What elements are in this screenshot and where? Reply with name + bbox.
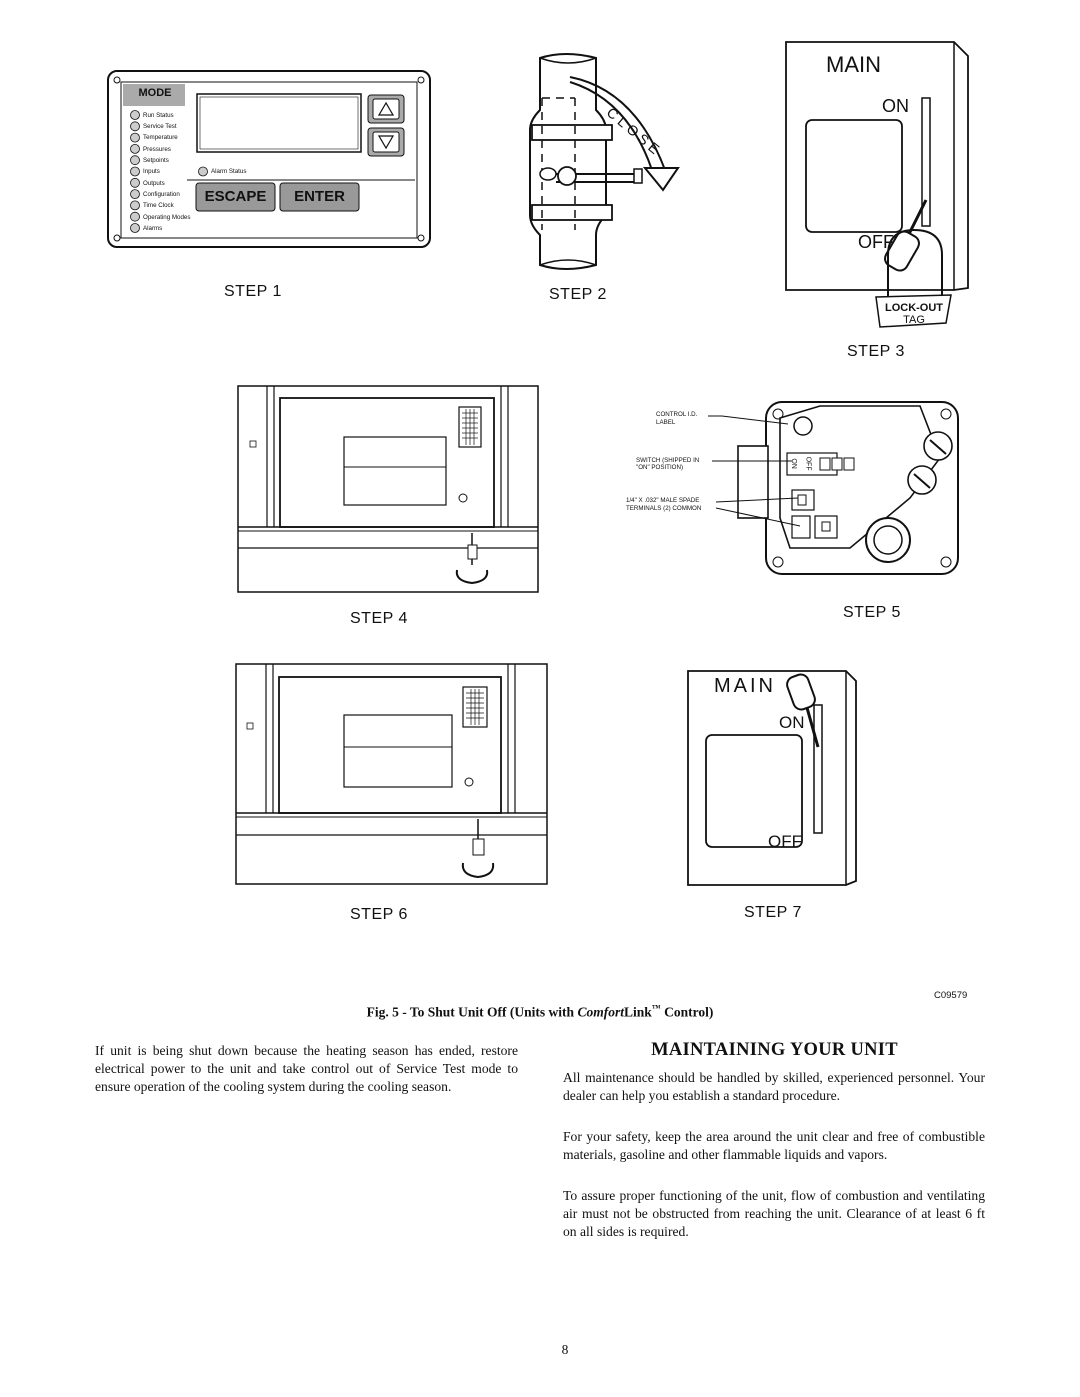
mode-item-outputs: Outputs: [143, 180, 165, 187]
main-disconnect-switch-on: MAIN ON OFF: [686, 667, 861, 889]
unit-access-panel-step-4-drawing: [237, 385, 539, 593]
gas-shutoff-valve-drawing: [529, 53, 680, 270]
mode-item-setpoints: Setpoints: [143, 157, 169, 164]
unit-access-panel-step-6-drawing: [235, 663, 548, 885]
gas-valve-control-drawing: [708, 401, 959, 575]
step-2-label: STEP 2: [549, 286, 607, 303]
mode-item-temperature: Temperature: [143, 134, 178, 141]
mode-item-service-test: Service Test: [143, 123, 177, 130]
step-6-label: STEP 6: [350, 906, 408, 923]
mode-item-alarms: Alarms: [143, 225, 163, 232]
gas-valve-control: CONTROL I.D. LABEL SWITCH (SHIPPED IN "O…: [620, 398, 965, 580]
mode-item-run-status: Run Status: [143, 112, 174, 119]
escape-button: ESCAPE: [204, 188, 267, 205]
maintenance-paragraph-1: All maintenance should be handled by ski…: [563, 1070, 985, 1104]
switch-off-text: OFF: [804, 456, 812, 471]
switch-label-line2: "ON" POSITION): [636, 464, 684, 471]
caption-brand: Comfort: [577, 1004, 624, 1020]
controller-panel-drawing: [107, 70, 431, 248]
off-label-2: OFF: [768, 832, 802, 851]
lockout-tag-line2: TAG: [903, 314, 925, 326]
on-label-2: ON: [779, 713, 805, 732]
maintenance-paragraph-3: To assure proper functioning of the unit…: [563, 1188, 985, 1240]
terminal-label-line1: 1/4" X .032" MALE SPADE: [626, 497, 700, 504]
mode-item-time-clock: Time Clock: [143, 202, 174, 209]
step-1-label: STEP 1: [224, 283, 282, 300]
step-3-label: STEP 3: [847, 343, 905, 360]
main-label: MAIN: [826, 52, 881, 77]
mode-label: MODE: [138, 87, 172, 99]
main-disconnect-switch: MAIN ON OFF LOCK-OUT TAG: [776, 40, 976, 335]
maintenance-paragraph-2: For your safety, keep the area around th…: [563, 1129, 985, 1163]
page-number: 8: [561, 1342, 569, 1357]
step-4-label: STEP 4: [350, 610, 408, 627]
caption-suffix: Control): [660, 1004, 714, 1020]
mode-item-operating-modes: Operating Modes: [143, 214, 191, 221]
caption-prefix: Fig. 5 - To Shut Unit Off (Units with: [366, 1004, 578, 1020]
main-disconnect-switch-drawing: [785, 41, 969, 328]
mode-item-configuration: Configuration: [143, 191, 180, 198]
on-label: ON: [882, 96, 909, 116]
figure-code: C09579: [934, 990, 968, 1001]
caption-brand-2: Link: [623, 1004, 652, 1020]
control-id-label-line2: LABEL: [656, 419, 676, 426]
gas-shutoff-valve: CLOSE: [520, 50, 690, 275]
lockout-tag-line1: LOCK-OUT: [884, 302, 944, 314]
shutdown-paragraph: If unit is being shut down because the h…: [95, 1043, 518, 1095]
unit-access-panel-step-6: [235, 663, 548, 885]
controller-panel: MODE Run Status Service Test Temperature…: [107, 70, 431, 248]
terminal-label-line2: TERMINALS (2) COMMON: [626, 505, 702, 512]
alarm-status-label: Alarm Status: [211, 168, 247, 175]
figure-caption: Fig. 5 - To Shut Unit Off (Units with Co…: [0, 1003, 1080, 1021]
unit-access-panel-step-4: [237, 385, 539, 593]
mode-item-inputs: Inputs: [143, 168, 160, 175]
section-heading: MAINTAINING YOUR UNIT: [651, 1040, 898, 1060]
main-label-2: MAIN: [714, 675, 776, 697]
off-label: OFF: [858, 232, 894, 252]
switch-label-line1: SWITCH (SHIPPED IN: [636, 457, 700, 464]
switch-on-text: ON: [789, 458, 797, 469]
enter-button: ENTER: [294, 188, 345, 205]
step-5-label: STEP 5: [843, 604, 901, 621]
main-disconnect-switch-on-drawing: [687, 670, 857, 886]
step-7-label: STEP 7: [744, 904, 802, 921]
caption-trademark: ™: [651, 1003, 661, 1013]
control-id-label-line1: CONTROL I.D.: [656, 411, 698, 418]
mode-item-pressures: Pressures: [143, 146, 171, 153]
